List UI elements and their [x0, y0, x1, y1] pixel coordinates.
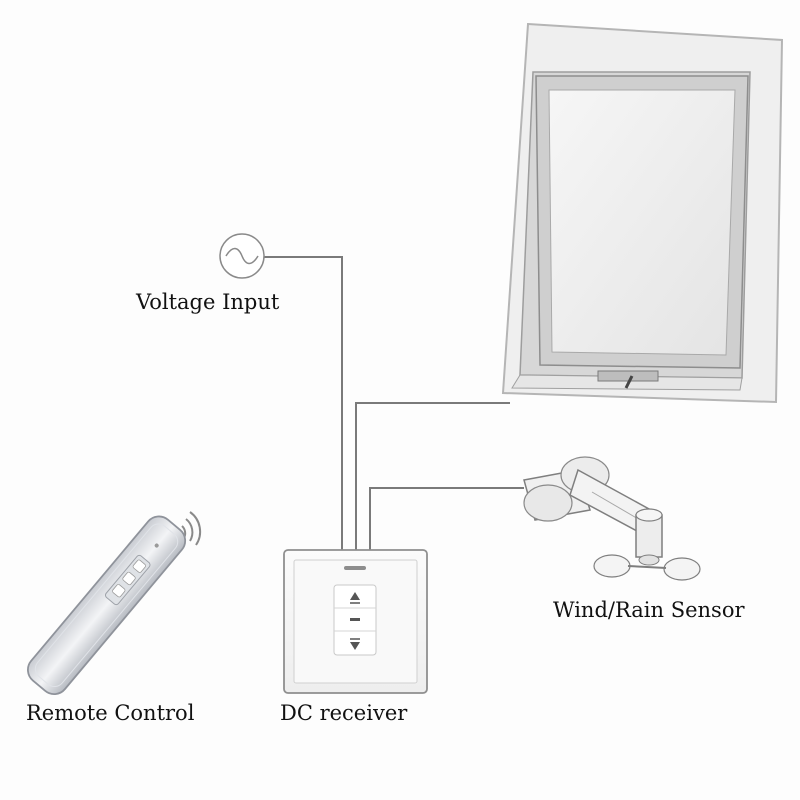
wires: [264, 256, 524, 552]
voltage-input-label: Voltage Input: [136, 290, 280, 314]
remote-control-label: Remote Control: [26, 701, 195, 725]
wind-rain-sensor: [523, 456, 701, 581]
awning-window: [501, 22, 784, 404]
up-arrow-icon[interactable]: [350, 592, 360, 604]
wind-rain-sensor-label: Wind/Rain Sensor: [553, 598, 745, 622]
window-glass: [548, 89, 736, 356]
wire-power: [264, 256, 343, 552]
ac-sine-icon: [219, 233, 265, 279]
dc-receiver: [283, 549, 428, 694]
led-indicator: [344, 566, 366, 570]
window-sill: [511, 374, 743, 391]
dc-receiver-label: DC receiver: [280, 701, 408, 725]
wire-window: [355, 402, 510, 552]
down-arrow-icon[interactable]: [350, 638, 360, 650]
stop-icon[interactable]: [350, 618, 360, 621]
wire-sensor: [369, 487, 524, 552]
actuator-arm: [624, 375, 634, 389]
remote-control: [27, 511, 202, 696]
window-actuator: [597, 370, 659, 382]
